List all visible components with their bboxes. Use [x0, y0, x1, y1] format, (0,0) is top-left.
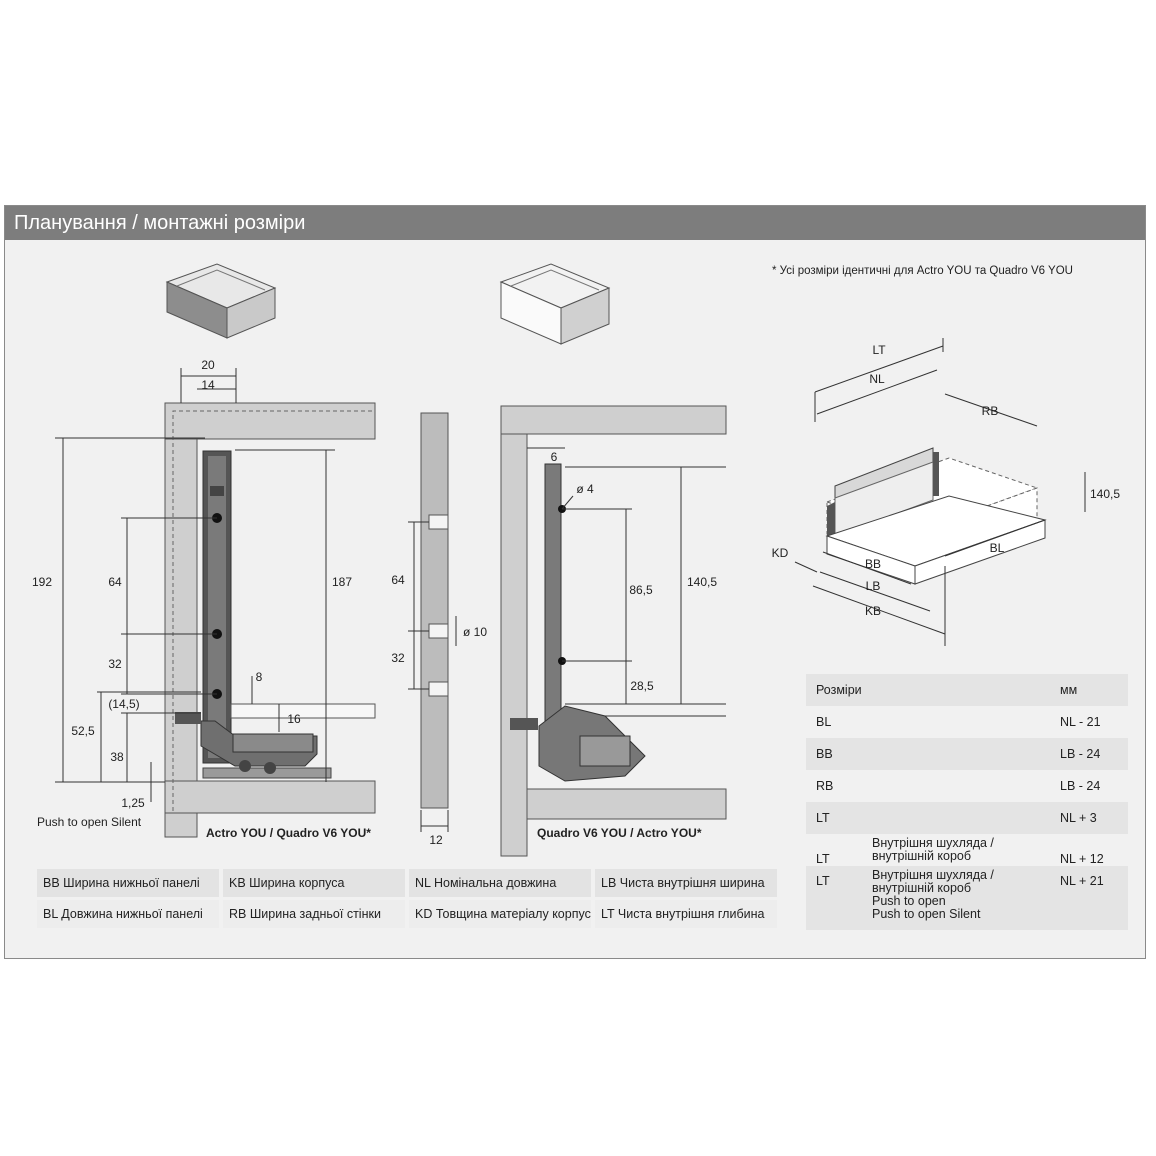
table-header-label: Розміри — [816, 683, 862, 697]
table-row: BB LB - 24 — [806, 738, 1128, 770]
dim-1-25: 1,25 — [121, 796, 145, 810]
dim-64: 64 — [108, 575, 122, 589]
table-row: LT NL + 3 — [806, 802, 1128, 834]
table-header-unit: мм — [1060, 683, 1078, 697]
dim-20: 20 — [201, 358, 215, 372]
legend-bb: BB Ширина нижньої панелі — [37, 869, 219, 897]
legend-kb: KB Ширина корпуса — [223, 869, 405, 897]
dim-52-5: 52,5 — [71, 724, 95, 738]
table-row: BL NL - 21 — [806, 706, 1128, 738]
table-row: LT Внутрішня шухляда / внутрішній короб … — [806, 834, 1128, 866]
dim-64-b: 64 — [391, 573, 405, 587]
iso-label-KB: KB — [865, 604, 881, 618]
side-panel-drawing: 64 32 ø 10 12 — [391, 412, 487, 847]
iso-label-BL: BL — [990, 541, 1005, 555]
legend-rb: RB Ширина задньої стінки — [223, 900, 405, 928]
dim-6: 6 — [551, 450, 558, 464]
table-row: LT Внутрішня шухляда / внутрішній короб … — [806, 866, 1128, 930]
planning-panel: Планування / монтажні розміри — [4, 205, 1146, 959]
dim-86-5: 86,5 — [629, 583, 653, 597]
dim-28-5: 28,5 — [630, 679, 654, 693]
section-drawing-quadro: 6 ø 4 86,5 140,5 28,5 Quadro V6 YOU / Ac… — [500, 405, 727, 857]
dim-192: 192 — [32, 575, 52, 589]
caption-actro: Actro YOU / Quadro V6 YOU* — [206, 826, 371, 840]
legend-bl: BL Довжина нижньої панелі — [37, 900, 219, 928]
legend-kd: KD Товщина матеріалу корпуса — [409, 900, 591, 928]
dim-14: 14 — [201, 378, 215, 392]
legend-nl: NL Номінальна довжина — [409, 869, 591, 897]
table-header: Розміри мм — [806, 674, 1128, 706]
dim-12: 12 — [429, 833, 443, 847]
dim-16: 16 — [287, 712, 301, 726]
drawer-thumbnail-light — [499, 263, 611, 345]
note-identical-sizes: * Усі розміри ідентичні для Actro YOU та… — [772, 265, 1073, 277]
dim-187: 187 — [332, 575, 352, 589]
dim-140-5: 140,5 — [687, 575, 717, 589]
legend-lb: LB Чиста внутрішня ширина — [595, 869, 777, 897]
iso-label-BB: BB — [865, 557, 881, 571]
dim-32: 32 — [108, 657, 122, 671]
panel-title: Планування / монтажні розміри — [5, 206, 1145, 240]
dim-14-5: (14,5) — [108, 697, 139, 711]
drawer-thumbnail-dark — [165, 263, 277, 339]
dim-38: 38 — [110, 750, 124, 764]
table-row: RB LB - 24 — [806, 770, 1128, 802]
dim-diameter-4: ø 4 — [576, 482, 594, 496]
section-drawing-actro: 20 14 192 187 64 32 8 16 — [32, 358, 376, 840]
iso-label-RB: RB — [982, 404, 999, 418]
push-to-open-label: Push to open Silent — [37, 815, 142, 829]
caption-quadro: Quadro V6 YOU / Actro YOU* — [537, 826, 702, 840]
dim-32-b: 32 — [391, 651, 405, 665]
iso-label-LT: LT — [872, 343, 886, 357]
iso-label-140-5: 140,5 — [1090, 487, 1120, 501]
isometric-drawer: LT NL RB 140,5 KD BB BL LB KB — [772, 338, 1120, 646]
dim-8: 8 — [256, 670, 263, 684]
dim-diameter-10: ø 10 — [463, 625, 487, 639]
legend-lt: LT Чиста внутрішня глибина — [595, 900, 777, 928]
technical-drawing: 20 14 192 187 64 32 8 16 — [32, 263, 1120, 857]
iso-label-NL: NL — [869, 372, 885, 386]
iso-label-LB: LB — [866, 579, 881, 593]
iso-label-KD: KD — [772, 546, 789, 560]
